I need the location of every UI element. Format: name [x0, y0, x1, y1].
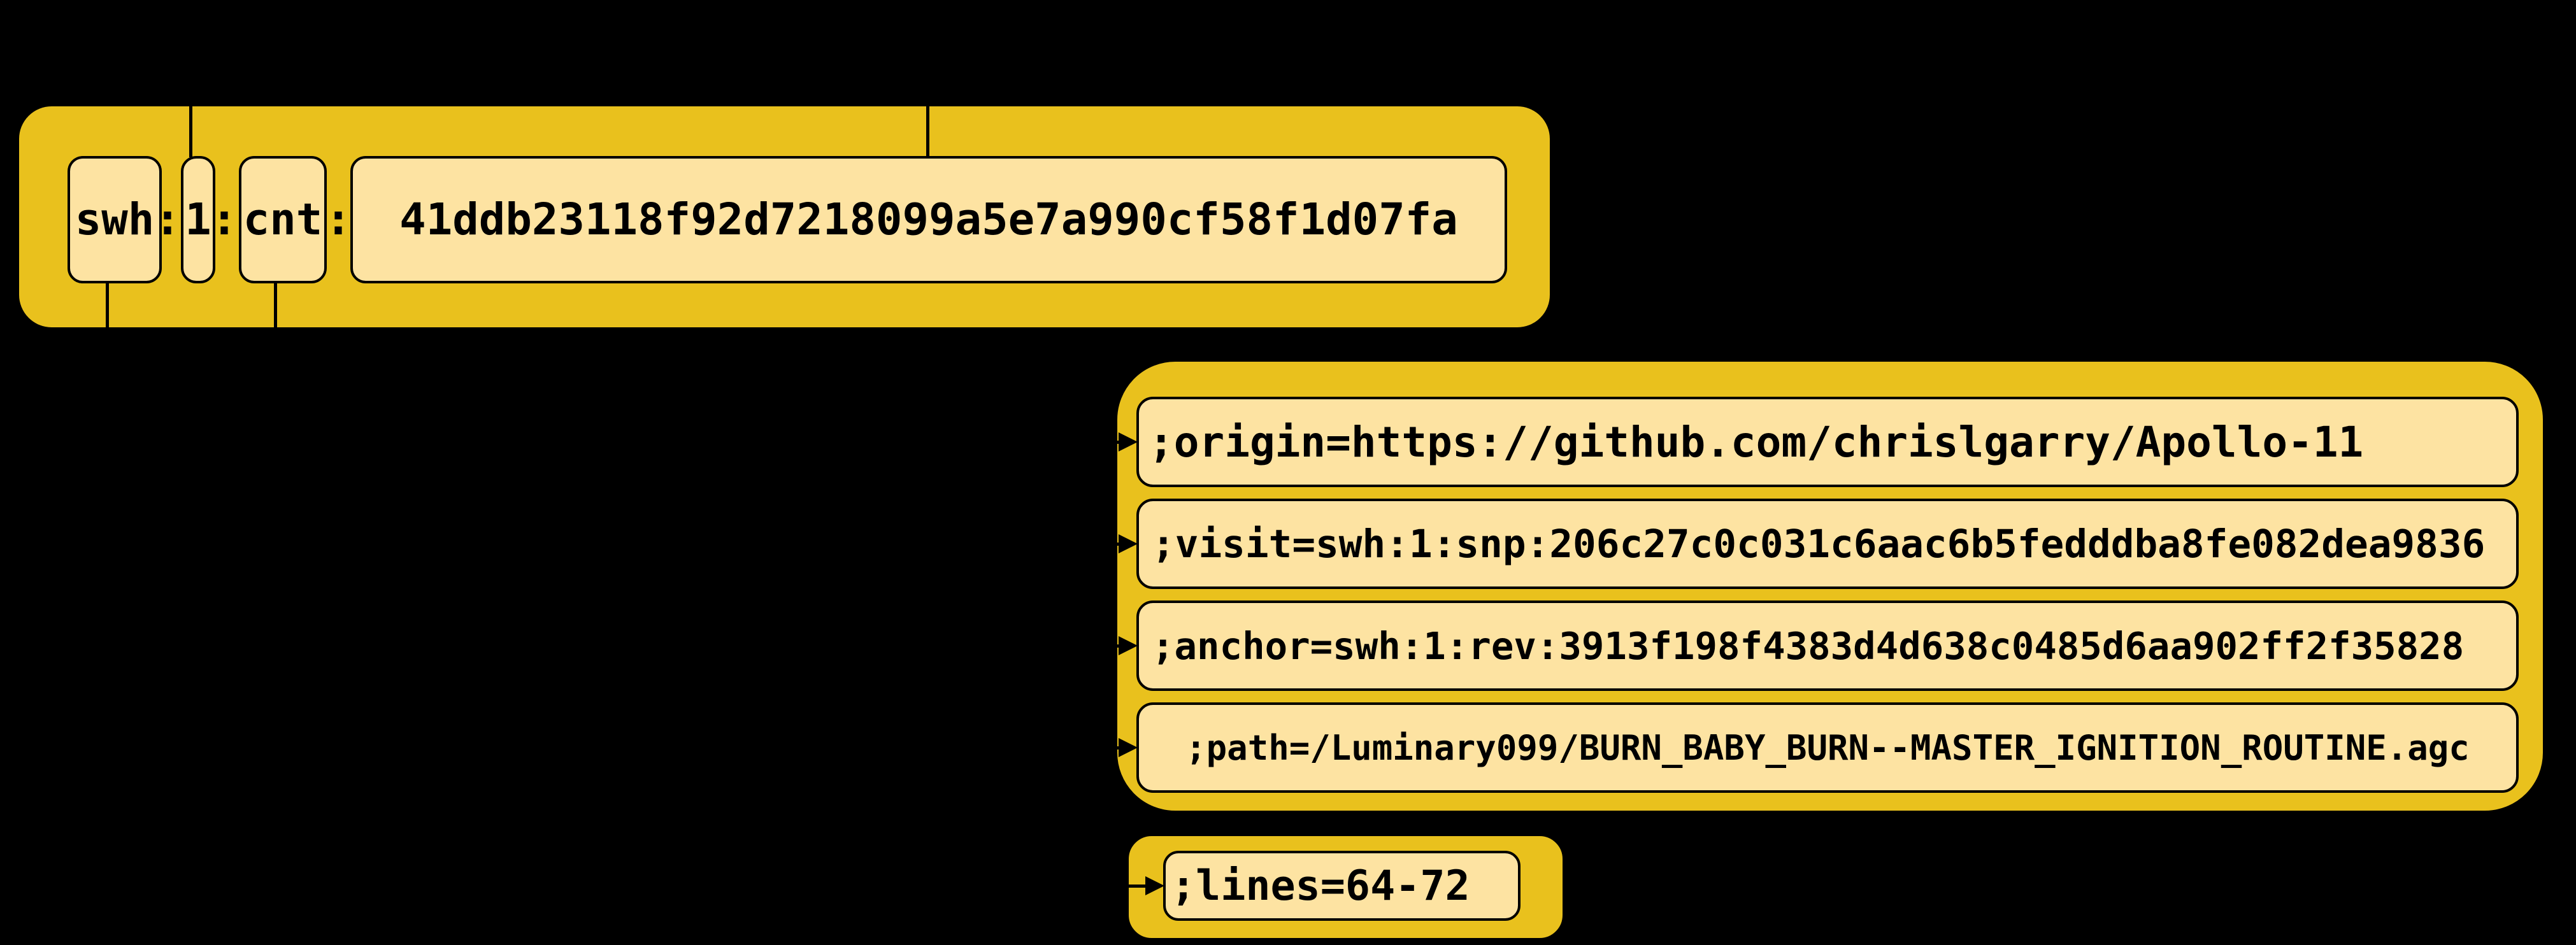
arrow-shaft: [1101, 441, 1124, 444]
arrow-shaft: [1101, 543, 1124, 546]
arrow-shaft: [1101, 746, 1124, 750]
connector-line-version-top: [189, 105, 192, 157]
arrow-right-icon: [1101, 636, 1138, 655]
version-segment: 1: [181, 156, 215, 283]
qualifier-anchor: ;anchor=swh:1:rev:3913f198f4383d4d638c04…: [1136, 600, 2519, 691]
arrow-shaft: [1127, 885, 1150, 888]
separator-colon: :: [211, 194, 238, 245]
separator-colon: :: [325, 194, 352, 245]
arrow-shaft: [1101, 644, 1124, 648]
connector-line-scheme-bottom: [106, 282, 109, 334]
connector-line-object-id-top: [926, 105, 929, 157]
arrow-right-icon: [1101, 432, 1138, 451]
object-type-segment: cnt: [239, 156, 327, 283]
arrow-right-icon: [1127, 876, 1164, 895]
arrow-head: [1145, 876, 1164, 895]
arrow-head: [1119, 738, 1138, 757]
arrow-right-icon: [1101, 534, 1138, 553]
qualifier-origin: ;origin=https://github.com/chrislgarry/A…: [1136, 397, 2519, 487]
arrow-head: [1119, 534, 1138, 553]
arrow-right-icon: [1101, 738, 1138, 757]
object-id-segment: 41ddb23118f92d7218099a5e7a990cf58f1d07fa: [350, 156, 1507, 283]
arrow-head: [1119, 636, 1138, 655]
connector-line-object-type-bottom: [274, 282, 277, 334]
core-swhid-box: swh : 1 : cnt : 41ddb23118f92d7218099a5e…: [17, 104, 1552, 334]
scheme-segment: swh: [68, 156, 162, 283]
qualifier-path: ;path=/Luminary099/BURN_BABY_BURN--MASTE…: [1136, 702, 2519, 793]
qualifiers-box: ;origin=https://github.com/chrislgarry/A…: [1101, 359, 2545, 813]
qualifier-lines: ;lines=64-72: [1163, 851, 1521, 921]
qualifier-visit: ;visit=swh:1:snp:206c27c0c031c6aac6b5fed…: [1136, 499, 2519, 589]
separator-colon: :: [154, 194, 181, 245]
lines-qualifier-box: ;lines=64-72: [1126, 834, 1565, 941]
arrow-head: [1119, 432, 1138, 451]
